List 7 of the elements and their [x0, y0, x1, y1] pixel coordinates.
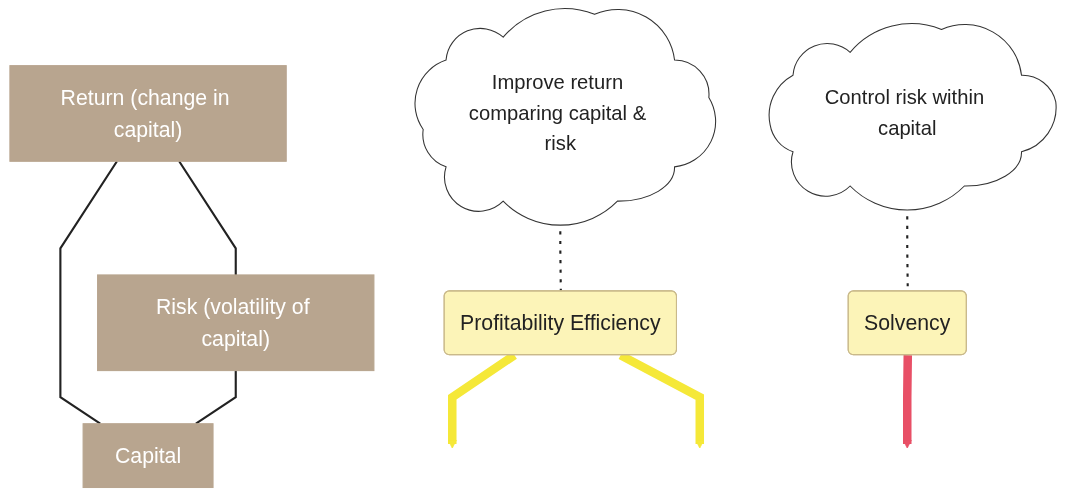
connector [59, 160, 118, 425]
node-box: Return (change in capital) [9, 65, 287, 162]
connector [178, 160, 237, 275]
node-box: Capital [82, 423, 214, 489]
node-box: Risk (volatility of capital) [97, 274, 375, 372]
arrow [902, 355, 913, 449]
connector [195, 370, 237, 425]
